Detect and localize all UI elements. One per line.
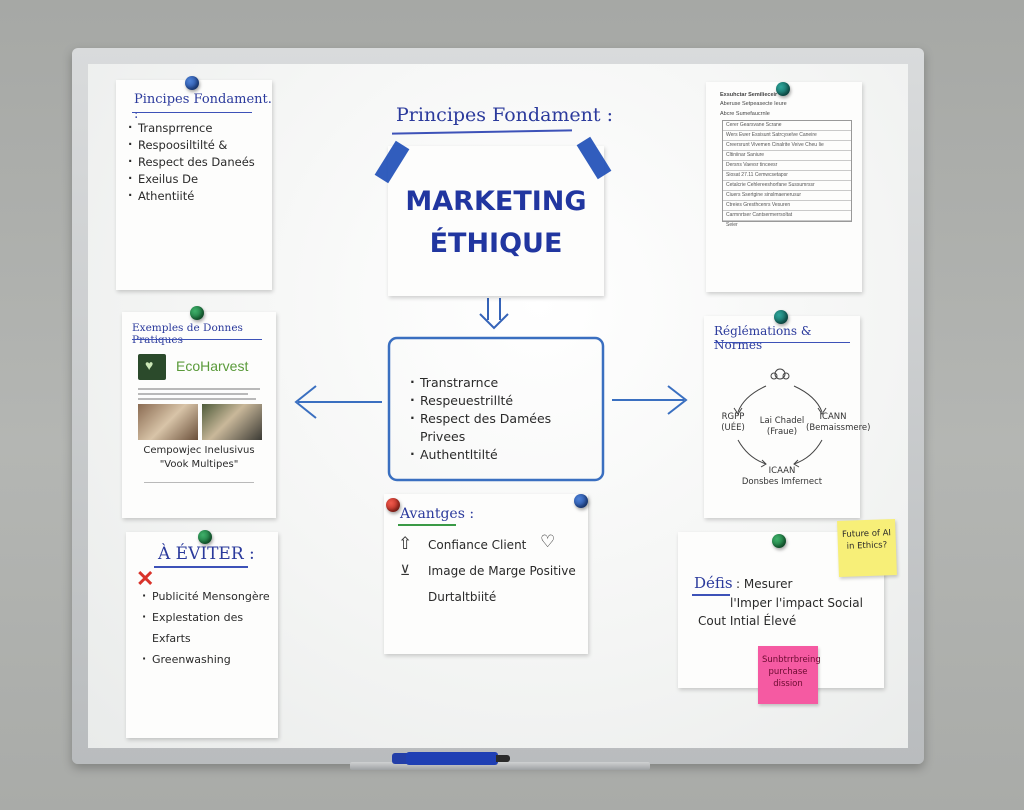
defis-line: Cout Intial Élevé: [698, 614, 797, 628]
marker-tip: [496, 755, 510, 762]
caption-line-2: "Vook Multipes": [159, 459, 239, 470]
label-icann-bottom: ICAAN Donsbes Imfernect: [741, 466, 823, 487]
magnet: [185, 76, 199, 90]
whiteboard-marker: [392, 752, 512, 765]
a-eviter-list: Publicité Mensongère Explestation des Ex…: [140, 585, 276, 670]
sticky-note-pink: Sunbtrrbreing purchase dission: [758, 646, 821, 704]
magnet: [386, 498, 400, 512]
table-row: Creersrunt Vivemen Cinalrite Veive Cheu …: [723, 141, 851, 151]
label-rgpd: RGPP (UÉE): [721, 412, 745, 433]
magnet: [574, 494, 588, 508]
fine-print-line: [138, 388, 260, 390]
list-item: Respect des Damées Privees: [408, 409, 588, 446]
document-paper: Exsuhctar Semilieceir Aberuse Setpeasect…: [706, 82, 862, 292]
avantages-paper: Avantges : ⇧ Confiance Client ♡ ⊻ Image …: [384, 494, 588, 654]
doc-section: Abcre Sumefaucrnle: [720, 111, 770, 117]
list-item: Exeilus De: [126, 170, 266, 188]
list-item: Publicité Mensongère: [140, 585, 276, 607]
defis-line: : Mesurer: [736, 577, 793, 591]
a-eviter-paper: ✕ À ÉVITER : Publicité Mensongère Exples…: [126, 532, 278, 738]
list-item: Transtrarnce: [408, 373, 588, 392]
fine-print-line: [138, 393, 248, 395]
defis-title: Défis: [694, 574, 733, 592]
table-row: Dersns Vaevsr tinceesr: [723, 161, 851, 171]
avantage-item: Confiance Client: [428, 538, 527, 552]
marker-body: [406, 752, 498, 765]
magnet: [190, 306, 204, 320]
avantage-item: Image de Marge Positive: [428, 564, 576, 578]
a-eviter-title: À ÉVITER :: [158, 544, 255, 564]
title-underline: [398, 524, 456, 526]
doc-subheader: Aberuse Setpeasecte Ieure: [720, 101, 787, 107]
exemples-paper: Exemples de Donnes Pratiques EcoHarvest …: [122, 312, 276, 518]
regulations-cycle-diagram: [733, 368, 827, 468]
table-row: Wers Ewer Essisunt Satrcyselve Caneire: [723, 131, 851, 141]
title-underline: [132, 339, 262, 340]
exemples-paper-title: Exemples de Donnes Pratiques: [132, 322, 243, 346]
table-row: Ciuers Ssertgine sinslmaenerusur: [723, 191, 851, 201]
list-item: Respeuestrillté: [408, 391, 588, 410]
ecoharvest-logo: [138, 354, 166, 380]
title-underline: [132, 112, 252, 113]
list-item: Transprrence: [126, 119, 266, 137]
principles-list: Transprrence Respoosiltilté & Respect de…: [126, 119, 266, 205]
photo-thumbnail: [202, 404, 262, 440]
table-row: Siosat 27.11 Cemwcsetapsr: [723, 171, 851, 181]
red-x-icon: ✕: [136, 566, 155, 591]
center-principles-list: Transtrarnce Respeuestrillté Respect des…: [408, 373, 588, 464]
principles-paper-title: Pincipes Fondament. :: [134, 92, 272, 122]
list-item: Respoosiltilté &: [126, 136, 266, 154]
sticky-note-yellow: Future of AI in Ethics?: [837, 519, 897, 577]
marker-tray: [350, 762, 650, 770]
list-item: Greenwashing: [140, 648, 276, 670]
label-loi-francaise: Lai Chadel (Fraue): [759, 416, 805, 437]
reglementations-paper-title: Réglémations & Normes: [714, 324, 812, 352]
list-item: Explestation des Exfarts: [140, 606, 276, 649]
doc-header: Exsuhctar Semilieceir: [720, 92, 778, 98]
table-row: Cerer Gearsvane Scrane: [723, 121, 851, 131]
magnet: [776, 82, 790, 96]
label-icann-right: ICANN (Bemaissmere): [806, 412, 871, 433]
brand-name: EcoHarvest: [176, 358, 249, 374]
table-row: Ctreies Gresthcenrs Vesuren: [723, 201, 851, 211]
list-item: Authentltilté: [408, 445, 588, 464]
title-underline: [692, 594, 730, 596]
caption-line-1: Cempowjec Inelusivus: [143, 445, 255, 456]
stamp-icon: ⊻: [400, 562, 411, 578]
magnet: [774, 310, 788, 324]
avantages-title: Avantges :: [400, 506, 475, 522]
main-title-line1: MARKETING: [405, 186, 587, 217]
marketing-ethique-paper: MARKETING ÉTHIQUE: [388, 146, 604, 296]
list-item: Respect des Daneés: [126, 153, 266, 171]
table-row: Carmnrtser Cantsermerrsoltat: [723, 211, 851, 221]
title-underline: [154, 566, 248, 568]
defis-line: l'Imper l'impact Social: [730, 596, 863, 610]
heart-icon: ♡: [540, 532, 556, 551]
magnet: [198, 530, 212, 544]
reglementations-paper: Réglémations & Normes RGPP (UÉE) Lai Cha…: [704, 316, 871, 518]
fine-print-line: [144, 482, 254, 483]
fine-print-line: [138, 398, 256, 400]
table-row: Cltiniinar Saniure: [723, 151, 851, 161]
magnet: [772, 534, 786, 548]
avantage-item: Durtaltbiité: [428, 590, 497, 604]
center-heading: Principes Fondament :: [396, 104, 613, 126]
marker-cap: [392, 753, 408, 764]
table-row: Cetalcrie Cehlereeshorfane Sussumrssr: [723, 181, 851, 191]
table-row: Seier: [726, 222, 738, 228]
main-title-line2: ÉTHIQUE: [429, 228, 563, 259]
arrow-up-icon: ⇧: [398, 534, 413, 553]
principles-paper: Pincipes Fondament. : Transprrence Respo…: [116, 80, 272, 290]
doc-table: Cerer Gearsvane Scrane Wers Ewer Essisun…: [722, 120, 852, 228]
title-underline: [714, 342, 850, 343]
photo-thumbnail: [138, 404, 198, 440]
list-item: Athentiité: [126, 187, 266, 205]
